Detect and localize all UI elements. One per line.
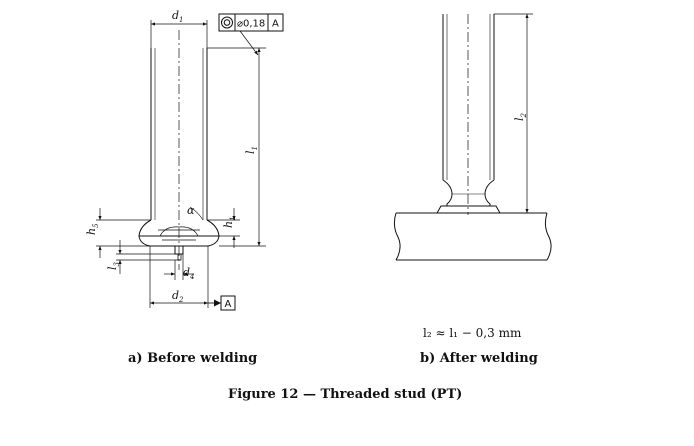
- concentricity-icon: [221, 16, 233, 29]
- base-plate: [393, 212, 552, 261]
- labels-before-welding: d1 l1 h1 h5 l3 d4 d2 α: [85, 9, 259, 304]
- tolerance-datum: A: [272, 19, 279, 30]
- welded-shank: [442, 14, 495, 180]
- dimension-l1: [207, 47, 266, 247]
- label-d4: d4: [183, 266, 195, 281]
- tolerance-value: ⌀0,18: [237, 19, 265, 30]
- label-d1: d1: [172, 9, 184, 24]
- label-h5: h5: [85, 223, 100, 235]
- caption-after-welding: b) After welding: [420, 351, 538, 366]
- dimension-l3: [116, 240, 178, 274]
- stud-flange: [138, 206, 220, 247]
- dimension-d4: [164, 254, 194, 280]
- label-alpha: α: [187, 204, 195, 217]
- stud-shank: [150, 48, 208, 220]
- label-h1: h1: [222, 216, 237, 228]
- dimension-d2: [149, 246, 221, 308]
- label-l1: l1: [244, 146, 259, 154]
- dimension-h1: [207, 208, 240, 248]
- dimension-d1: [150, 20, 208, 48]
- datum-label: A: [225, 299, 232, 310]
- caption-before-welding: a) Before welding: [128, 351, 258, 366]
- datum-box: A: [220, 295, 236, 311]
- stud-before-welding: [96, 20, 266, 308]
- welding-tip: [174, 246, 184, 261]
- tolerance-frame: ⌀0,18 A: [218, 13, 284, 32]
- label-l3: l3: [106, 261, 121, 270]
- label-l2: l2: [513, 112, 528, 121]
- stud-after-welding: [393, 13, 552, 261]
- figure-title: Figure 12 — Threaded stud (PT): [228, 387, 463, 402]
- label-d2: d2: [172, 289, 184, 304]
- weld-collar: [436, 179, 501, 214]
- dimension-l2: [494, 13, 533, 214]
- length-formula: l₂ ≈ l₁ − 0,3 mm: [423, 326, 522, 340]
- dimension-h5: [96, 208, 151, 258]
